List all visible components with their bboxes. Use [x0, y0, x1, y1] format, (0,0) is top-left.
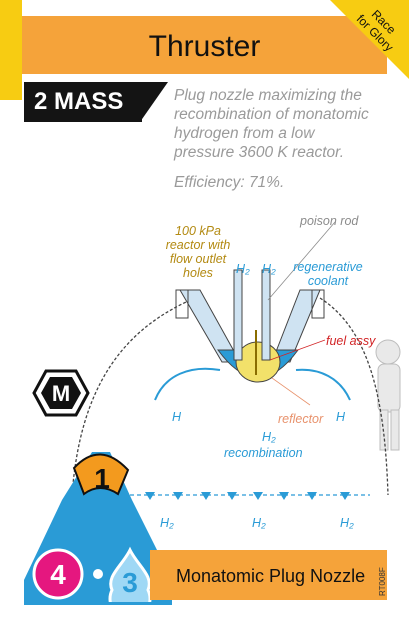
card-code: RT008F [378, 567, 387, 596]
svg-text:4: 4 [50, 559, 66, 590]
thruster-diagram [71, 221, 401, 500]
name-bar [150, 550, 387, 600]
h-left-label: H [172, 410, 182, 424]
mass-box-tip [140, 82, 168, 122]
left-manifold [175, 289, 189, 319]
card-title: Thruster [148, 30, 261, 63]
efficiency-text: Efficiency: 71%. [174, 174, 285, 191]
svg-text:M: M [52, 381, 70, 406]
stats-drops: 4 3 [32, 546, 152, 602]
card-edge-strip [0, 0, 22, 100]
h2-center-label: H₂ [262, 430, 276, 444]
fuel-assembly [235, 341, 281, 383]
h2-bottom-left-label: H₂ [160, 516, 174, 530]
mass-box [24, 82, 142, 122]
svg-text:1: 1 [94, 463, 110, 494]
title-bar [22, 16, 387, 74]
reactor-label: 100 kPa reactor with flow outlet holes [165, 224, 231, 280]
nozzle-left-wall [71, 297, 196, 496]
svg-text:3: 3 [122, 567, 138, 598]
right-inlet-pipe [261, 269, 271, 361]
corner-banner: Race for Glory [330, 0, 409, 79]
left-inlet-pipe [233, 269, 243, 361]
poison-rod-label: poison rod [300, 214, 359, 228]
right-manifold [311, 289, 325, 319]
h2-right-label: H₂ [262, 262, 276, 276]
mass-label: 2 MASS [34, 88, 124, 115]
m-badge-icon: M [32, 369, 90, 417]
h-right-label: H [336, 410, 346, 424]
recombination-label: recombination [224, 446, 303, 460]
h2-bottom-center-label: H₂ [252, 516, 266, 530]
left-flow-arrow [154, 367, 221, 401]
exhaust-arrows [113, 492, 350, 500]
nozzle-right-wall [319, 297, 389, 496]
reflector-label: reflector [278, 412, 324, 426]
right-flow-arrow [295, 368, 351, 401]
card-name: Monatomic Plug Nozzle [176, 566, 366, 586]
card-description: Plug nozzle maximizing the recombination… [174, 87, 369, 161]
h2-left-label: H₂ [236, 262, 250, 276]
fuel-assy-label: fuel assy [326, 334, 376, 348]
h2-bottom-right-label: H₂ [340, 516, 354, 530]
astronaut-icon [375, 339, 401, 451]
regenerative-coolant-label: regenerative coolant [293, 260, 363, 288]
